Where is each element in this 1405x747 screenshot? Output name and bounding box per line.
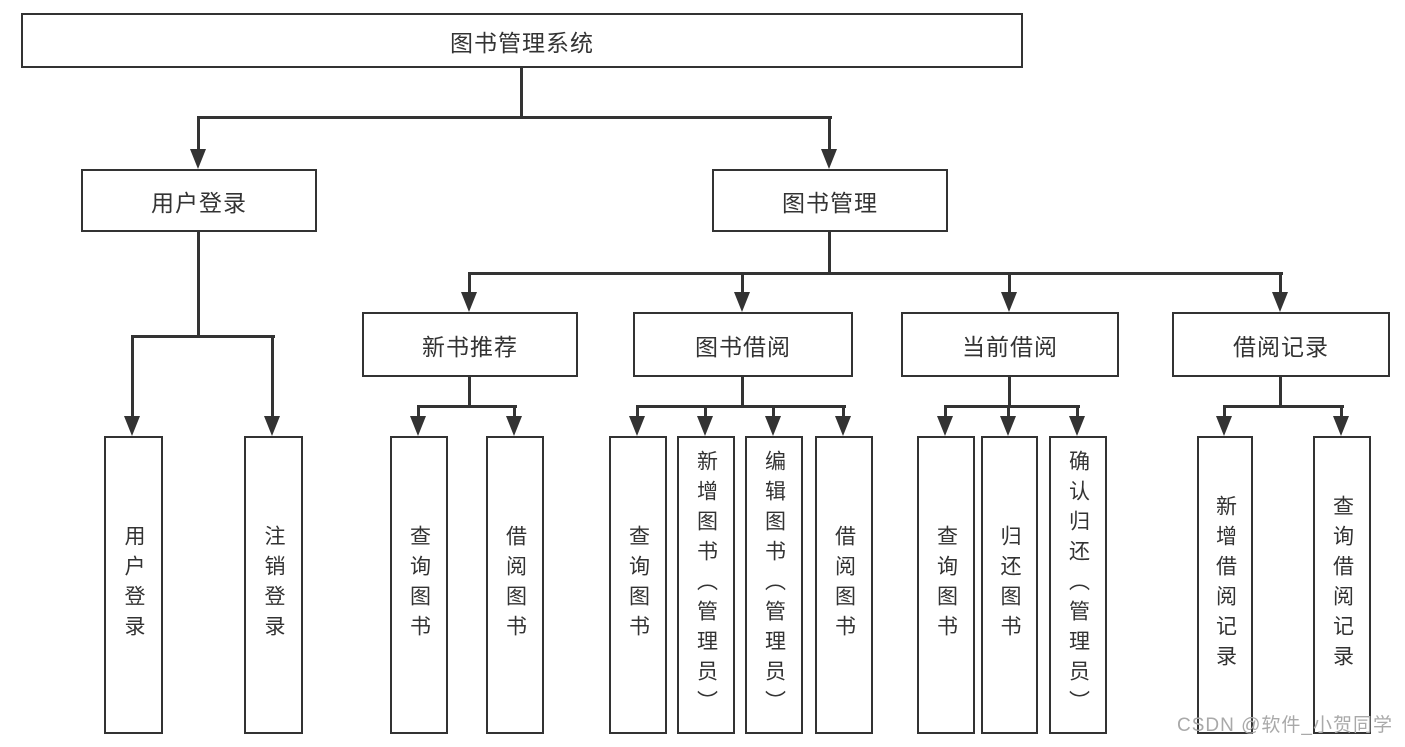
leaf-label: 用户登录 [122,525,145,645]
arrowhead [190,149,206,169]
leaf-label: 注销登录 [262,525,285,645]
connector-book-borrow-stem [741,377,744,408]
connector-leaf [1340,406,1343,418]
node-label: 用户登录 [151,189,247,216]
leaf-return-books: 归还图书 [981,436,1038,734]
node-label: 新书推荐 [422,333,518,360]
leaf-label: 查询图书 [934,525,958,645]
node-label: 图书管理 [782,189,878,216]
connector-to-book-management [828,118,831,150]
arrowhead [697,416,713,436]
leaf-label: 借阅图书 [832,525,856,645]
arrowhead [734,292,750,312]
connector-book-mgmt-split [468,272,1283,275]
connector-root-split [197,116,832,119]
leaf-label: 新增图书（管理员） [694,450,718,720]
arrowhead [461,292,477,312]
connector-leaf [1223,406,1226,418]
node-label: 图书管理系统 [450,29,594,56]
leaf-edit-books-admin: 编辑图书（管理员） [745,436,803,734]
leaf-label: 查询图书 [407,525,431,645]
leaf-logout: 注销登录 [244,436,303,734]
connector-root-stem [520,68,523,119]
arrowhead [629,416,645,436]
leaf-user-login: 用户登录 [104,436,163,734]
leaf-label: 借阅图书 [503,525,527,645]
node-label: 借阅记录 [1233,333,1329,360]
connector-to-new-book [468,273,471,293]
arrowhead [410,416,426,436]
arrowhead [264,416,280,436]
connector-new-book-stem [468,377,471,408]
connector-user-login-split [131,335,275,338]
arrowhead [1069,416,1085,436]
connector-leaf [1007,406,1010,418]
leaf-confirm-return-admin: 确认归还（管理员） [1049,436,1107,734]
connector-current-borrow-split [944,405,1080,408]
connector-to-current-borrow [1008,273,1011,293]
leaf-label: 查询借阅记录 [1330,495,1354,675]
leaf-query-books-borrowing: 查询图书 [609,436,667,734]
leaf-query-books-recommend: 查询图书 [390,436,448,734]
connector-to-login-leaf [131,336,134,416]
connector-leaf [944,406,947,418]
connector-to-logout-leaf [271,336,274,416]
arrowhead [1000,416,1016,436]
connector-leaf [417,406,420,418]
node-current-borrowing: 当前借阅 [901,312,1119,377]
connector-book-borrow-split [636,405,846,408]
connector-leaf [842,406,845,418]
node-book-borrowing: 图书借阅 [633,312,853,377]
connector-leaf [772,406,775,418]
arrowhead [1272,292,1288,312]
leaf-query-borrow-record: 查询借阅记录 [1313,436,1371,734]
leaf-add-borrow-record: 新增借阅记录 [1197,436,1253,734]
leaf-label: 编辑图书（管理员） [762,450,786,720]
node-book-management: 图书管理 [712,169,948,232]
connector-leaf [1076,406,1079,418]
connector-to-user-login [197,118,200,150]
node-borrowing-records: 借阅记录 [1172,312,1390,377]
connector-leaf [636,406,639,418]
leaf-add-books-admin: 新增图书（管理员） [677,436,735,734]
arrowhead [506,416,522,436]
leaf-label: 确认归还（管理员） [1066,450,1090,720]
node-label: 当前借阅 [962,333,1058,360]
connector-to-borrow-record [1279,273,1282,293]
connector-borrow-record-split [1223,405,1344,408]
arrowhead [1216,416,1232,436]
arrowhead [835,416,851,436]
connector-current-borrow-stem [1008,377,1011,408]
arrowhead [937,416,953,436]
leaf-query-books-current: 查询图书 [917,436,975,734]
arrowhead [1333,416,1349,436]
arrowhead [821,149,837,169]
csdn-watermark: CSDN @软件_小贺同学 [1177,715,1393,736]
arrowhead [765,416,781,436]
leaf-label: 查询图书 [626,525,650,645]
connector-to-book-borrow [741,273,744,293]
arrowhead [1001,292,1017,312]
node-user-login: 用户登录 [81,169,317,232]
leaf-borrow-books-recommend: 借阅图书 [486,436,544,734]
connector-leaf [704,406,707,418]
node-new-book-recommend: 新书推荐 [362,312,578,377]
leaf-borrow-books: 借阅图书 [815,436,873,734]
connector-book-mgmt-stem [828,232,831,275]
node-label: 图书借阅 [695,333,791,360]
connector-borrow-record-stem [1279,377,1282,408]
connector-leaf [513,406,516,418]
node-library-management-system: 图书管理系统 [21,13,1023,68]
leaf-label: 归还图书 [998,525,1021,645]
connector-user-login-stem [197,232,200,338]
connector-new-book-split [417,405,517,408]
leaf-label: 新增借阅记录 [1213,495,1237,675]
arrowhead [124,416,140,436]
